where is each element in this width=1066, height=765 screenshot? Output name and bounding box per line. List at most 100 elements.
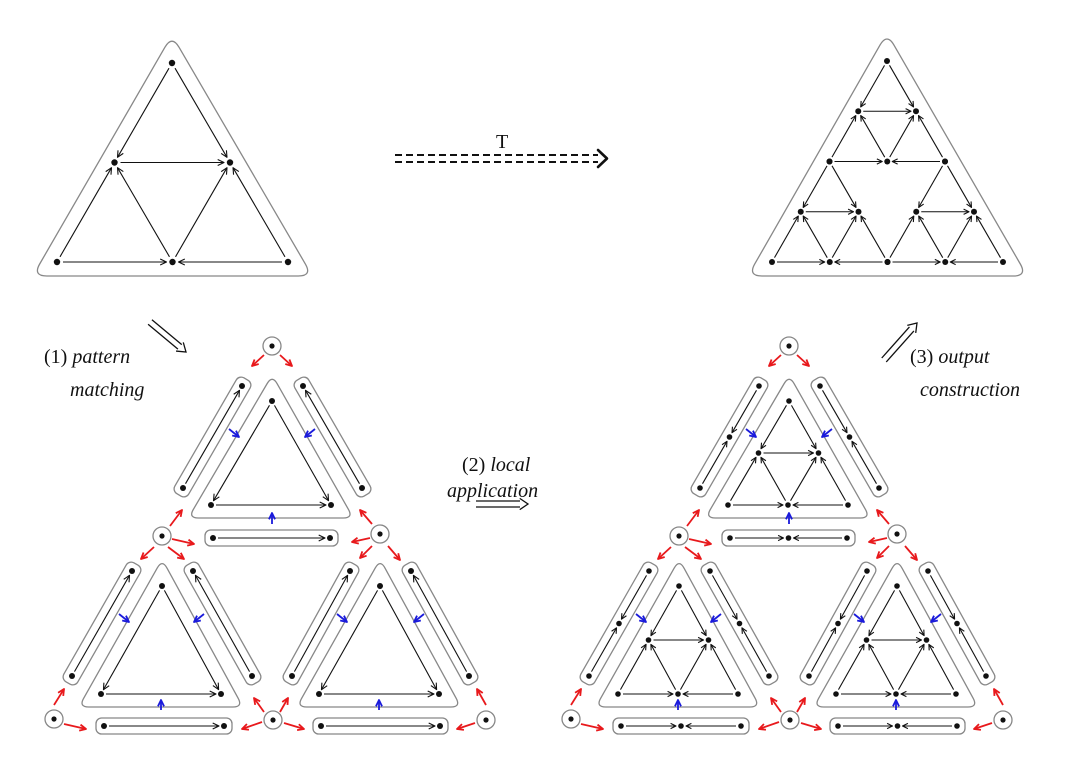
edge xyxy=(680,590,707,636)
edge xyxy=(305,390,360,484)
red-connector-head xyxy=(868,536,877,545)
edge xyxy=(774,215,799,258)
step1-arrow-line-a xyxy=(147,323,179,350)
node xyxy=(69,673,75,679)
node xyxy=(168,59,176,67)
edge xyxy=(822,390,848,433)
capsule xyxy=(918,561,996,686)
red-connector xyxy=(973,722,993,730)
blue-connector-head xyxy=(674,699,682,707)
node xyxy=(855,108,862,115)
node xyxy=(815,450,822,456)
edge xyxy=(185,390,240,484)
edge xyxy=(889,115,914,158)
red-connector xyxy=(800,722,822,730)
edge-head xyxy=(217,158,225,167)
edge-head xyxy=(750,456,757,464)
context-node xyxy=(51,716,57,722)
edge xyxy=(860,115,886,158)
red-connector xyxy=(688,538,712,545)
edge xyxy=(163,590,220,690)
edge-head xyxy=(620,613,627,620)
edge-head xyxy=(116,150,124,158)
outline xyxy=(81,562,241,708)
red-connector xyxy=(53,688,65,706)
node xyxy=(328,502,334,508)
capsule xyxy=(293,376,372,498)
step-arrows xyxy=(147,319,918,511)
context-node xyxy=(159,533,165,539)
step1-label: (1) pattern xyxy=(44,346,130,368)
context-node xyxy=(377,531,383,537)
edge xyxy=(174,67,228,158)
red-connector-head xyxy=(476,688,484,697)
node xyxy=(835,723,841,729)
edge-head xyxy=(428,722,436,730)
red-connector xyxy=(876,545,890,559)
edge xyxy=(621,575,647,620)
edge xyxy=(860,215,886,258)
edge xyxy=(74,575,130,672)
node xyxy=(289,673,295,679)
red-connector-head xyxy=(768,359,776,367)
capsule xyxy=(690,376,769,498)
edge xyxy=(837,644,865,690)
edge xyxy=(175,167,228,258)
node xyxy=(894,723,901,729)
blue-connector-head xyxy=(193,615,202,623)
outline xyxy=(816,562,976,708)
edge xyxy=(702,441,728,484)
edge-head xyxy=(232,167,240,175)
red-connector xyxy=(241,721,263,730)
red-connector xyxy=(279,354,293,367)
blue-connector xyxy=(118,613,130,623)
node xyxy=(725,502,731,508)
blue-connector-head xyxy=(268,512,276,520)
edge-head xyxy=(860,215,867,223)
node xyxy=(239,383,245,389)
edge xyxy=(947,165,972,208)
blue-connector xyxy=(853,613,865,623)
edge-head xyxy=(777,501,784,509)
transform-label: T xyxy=(496,131,509,153)
blue-connector-head xyxy=(375,699,383,707)
step1-arrow-line-b xyxy=(151,319,183,346)
blue-connector xyxy=(821,428,833,438)
node xyxy=(436,691,442,697)
edge-head xyxy=(928,643,935,651)
red-connector-head xyxy=(813,723,822,731)
node xyxy=(855,208,862,215)
edge xyxy=(831,215,857,258)
step2-number: (2) xyxy=(462,454,486,476)
node xyxy=(769,259,775,265)
capsule xyxy=(721,529,856,547)
edge xyxy=(711,575,738,620)
context-node xyxy=(786,343,792,349)
node xyxy=(347,568,353,574)
red-connector-head xyxy=(973,723,982,731)
red-connector-head xyxy=(692,509,700,518)
node xyxy=(318,723,324,729)
red-connector-head xyxy=(770,697,778,706)
step1-number: (1) xyxy=(44,346,68,368)
edge-head xyxy=(341,574,349,583)
node xyxy=(884,158,891,165)
output-graph xyxy=(751,38,1024,277)
edge-head xyxy=(792,534,800,542)
edge-head xyxy=(220,167,228,175)
edge-head xyxy=(209,690,217,698)
edge-head xyxy=(868,643,875,651)
edge-head xyxy=(611,627,618,634)
edge-head xyxy=(807,449,815,457)
edge-head xyxy=(918,201,924,208)
edge-head xyxy=(802,215,809,223)
blue-connector-head xyxy=(157,699,165,707)
edge-head xyxy=(810,442,817,450)
node xyxy=(249,673,255,679)
capsule xyxy=(829,717,966,735)
red-connector-head xyxy=(78,723,87,732)
node xyxy=(942,259,949,265)
edge xyxy=(619,644,647,690)
node xyxy=(226,159,234,166)
capsule xyxy=(401,561,479,686)
